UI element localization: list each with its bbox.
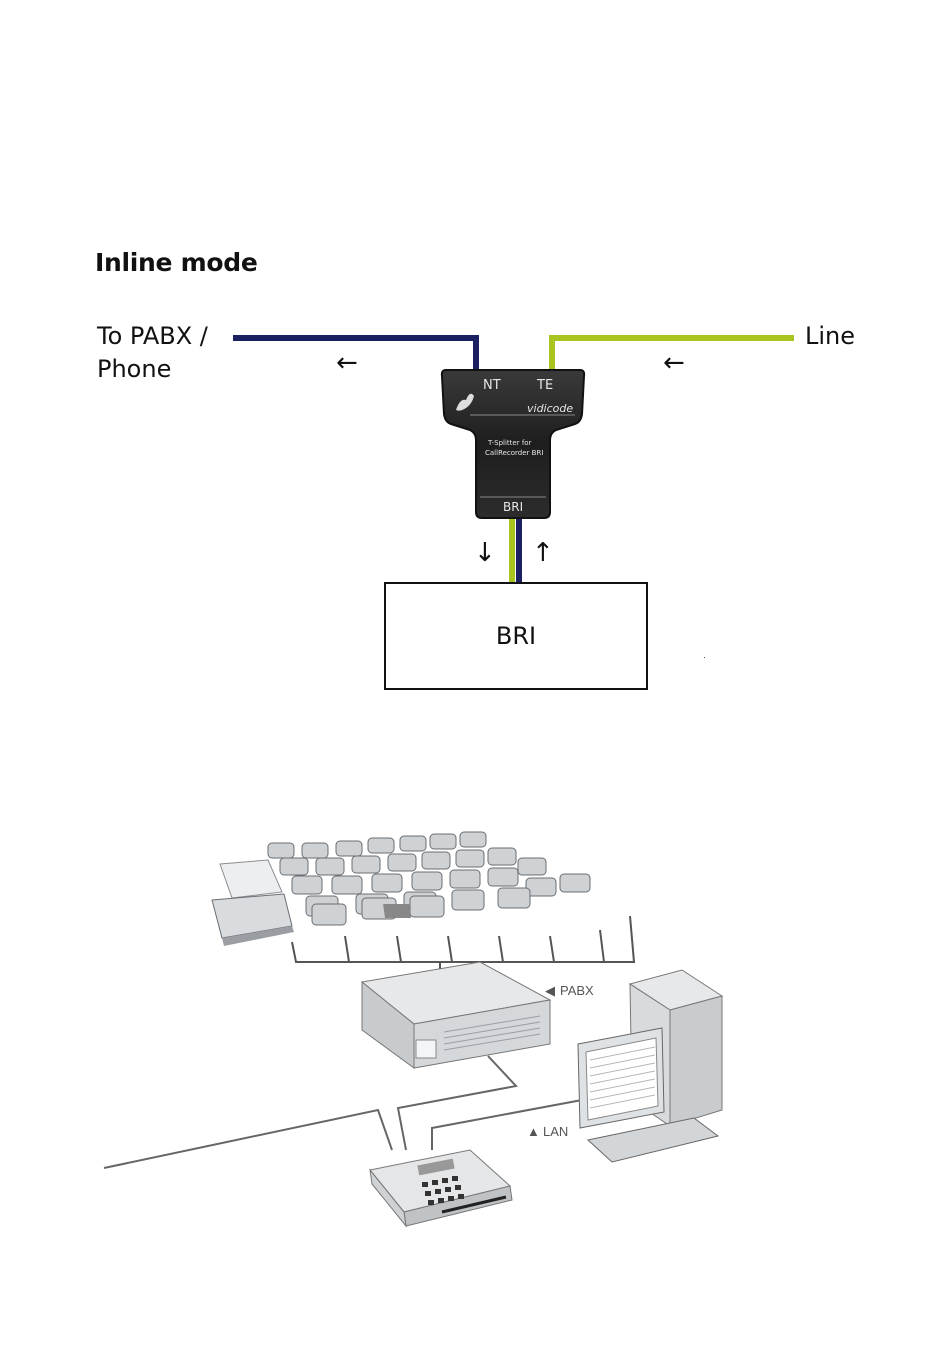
lan-label: LAN (543, 1124, 568, 1139)
bri-box-label: BRI (496, 622, 536, 650)
arrow-to-pabx-icon: ← (336, 350, 358, 376)
t-splitter-device: NT TE vidicode T-Splitter for CallRecord… (442, 370, 584, 518)
pabx-label: PABX (560, 983, 594, 998)
lan-pointer-icon: ▲ (527, 1124, 540, 1139)
computer-monitor (578, 1028, 664, 1128)
call-recorder-device (370, 1150, 512, 1226)
splitter-caption-line1: T-Splitter for (487, 439, 532, 447)
arrow-up-icon: ↑ (532, 540, 554, 566)
splitter-caption-line2: CallRecorder BRI (485, 449, 543, 457)
pabx-pointer-icon: ◀ (545, 983, 555, 998)
pabx-unit (362, 962, 550, 1068)
network-cables (104, 1056, 582, 1168)
arrow-from-line-icon: ← (663, 350, 685, 376)
port-te-label: TE (536, 378, 553, 393)
brand-label: vidicode (527, 402, 573, 415)
network-illustration: ◀ PABX (104, 657, 722, 1226)
arrow-down-icon: ↓ (474, 540, 496, 566)
port-nt-label: NT (483, 378, 501, 393)
phones-array (268, 832, 590, 925)
bri-box: BRI (384, 582, 648, 690)
port-bri-label: BRI (503, 500, 523, 514)
computer-keyboard (588, 1118, 718, 1162)
